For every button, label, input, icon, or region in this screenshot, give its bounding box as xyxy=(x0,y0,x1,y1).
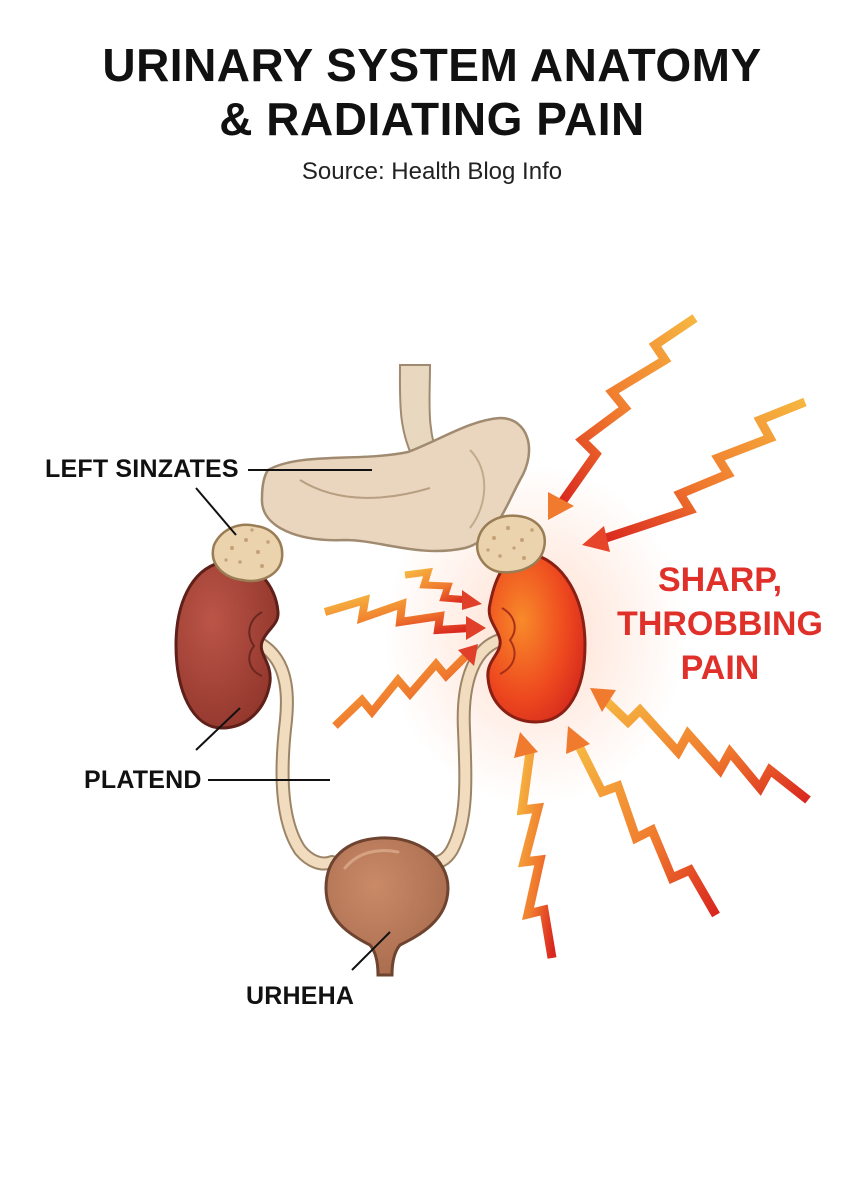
pain-bolt-1 xyxy=(560,318,695,505)
label-platend: PLATEND xyxy=(84,766,202,795)
label-urheha: URHEHA xyxy=(246,982,354,1011)
pain-callout: SHARP, THROBBING PAIN xyxy=(600,558,840,690)
right-adrenal xyxy=(477,516,545,573)
left-kidney xyxy=(176,562,278,728)
label-left-sinzates: LEFT SINZATES xyxy=(45,455,239,484)
bladder xyxy=(326,838,448,975)
left-adrenal xyxy=(213,525,282,581)
pain-line-1: SHARP, xyxy=(600,558,840,602)
pain-line-3: PAIN xyxy=(600,646,840,690)
leader-adrenal xyxy=(196,488,236,535)
pain-line-2: THROBBING xyxy=(600,602,840,646)
